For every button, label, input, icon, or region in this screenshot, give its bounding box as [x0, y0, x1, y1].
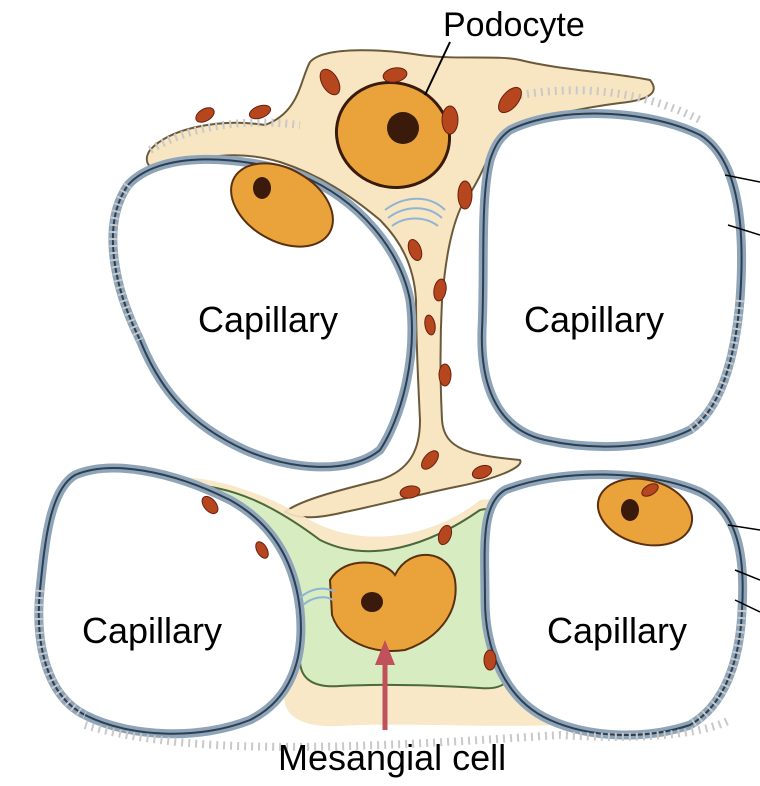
- label-capillary-bottom-right: Capillary: [547, 610, 687, 651]
- capillary-top-right: [482, 114, 742, 447]
- label-mesangial-cell: Mesangial cell: [278, 737, 506, 778]
- label-capillary-top-right: Capillary: [524, 299, 664, 340]
- label-capillary-bottom-left: Capillary: [82, 610, 222, 651]
- label-capillary-top-left: Capillary: [198, 299, 338, 340]
- label-podocyte: Podocyte: [443, 6, 585, 44]
